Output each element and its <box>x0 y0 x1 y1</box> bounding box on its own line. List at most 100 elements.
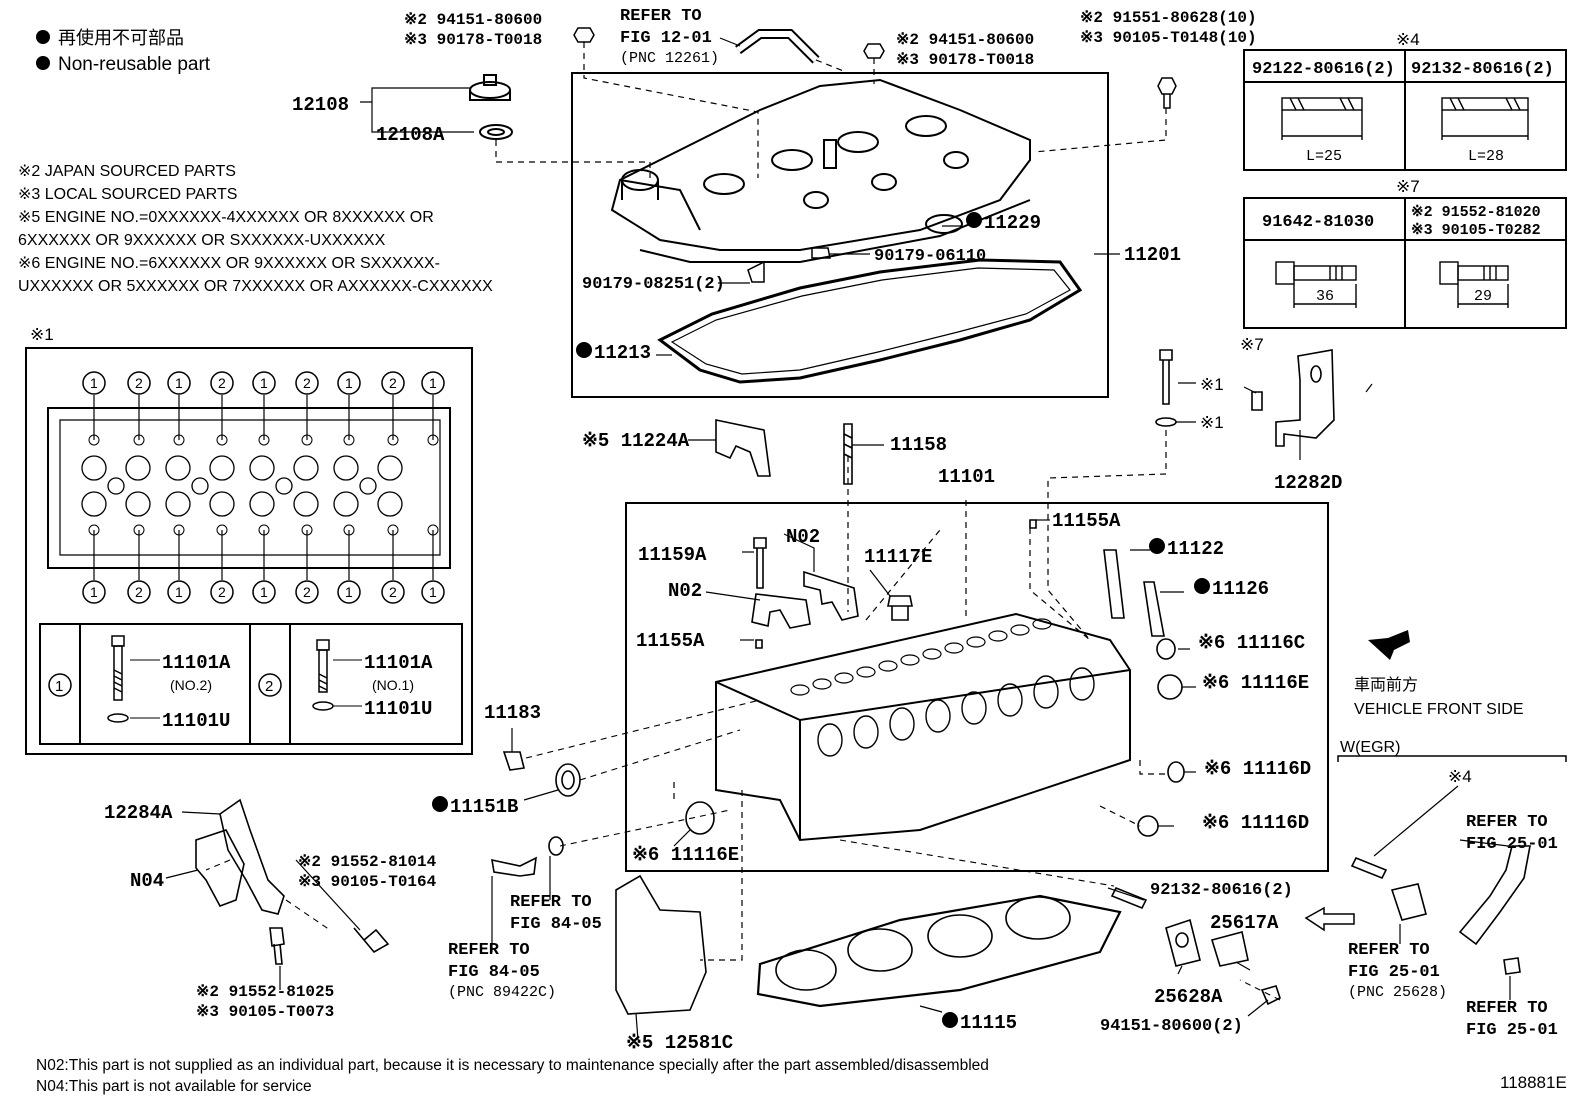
bolt-hole-icon <box>258 524 270 536</box>
valve-seat-icon <box>812 678 832 690</box>
bolt-hole-icon <box>387 524 399 536</box>
bolt-icon <box>1159 349 1173 405</box>
chamber-port-icon <box>377 455 403 481</box>
bolt-hole-icon <box>133 434 145 446</box>
bolt-seq-top-number: 2 <box>218 375 226 391</box>
valve-seat-icon <box>878 660 898 672</box>
bolt-hole-icon <box>301 434 313 446</box>
table7-col2b: ※3 90105-T0282 <box>1411 222 1541 239</box>
bolt-hole-icon <box>216 524 228 536</box>
label-top2b: ※3 90178-T0018 <box>896 51 1034 69</box>
label-11183: 11183 <box>484 702 541 724</box>
label-11116C: ※6 11116C <box>1198 632 1305 654</box>
bolt-seq-bottom-number: 2 <box>389 584 397 600</box>
part-labels: ※2 94151-80600 ※3 90178-T0018 REFER TO F… <box>104 7 1558 1054</box>
valve-seat-icon <box>1010 624 1030 636</box>
seal-ring-icon <box>925 214 963 234</box>
label-ref25c-1: REFER TO <box>1466 999 1548 1018</box>
label-12284A: 12284A <box>104 802 173 824</box>
label-11116D-1: ※6 11116D <box>1204 758 1311 780</box>
stud-bolt-icon <box>1350 856 1388 880</box>
label-ref25b-3: (PNC 25628) <box>1348 984 1447 1001</box>
key1-sub: (NO.2) <box>170 677 212 693</box>
label-11201: 11201 <box>1124 244 1181 266</box>
head-port-icon <box>925 699 951 733</box>
clip-icon <box>747 260 765 283</box>
egr-flange-icon <box>1390 883 1427 921</box>
bolt-seq-bottom-circle <box>337 580 361 604</box>
bolt-seq-bottom-circle <box>82 580 106 604</box>
legend-en: Non-reusable part <box>58 54 211 75</box>
chamber-port-icon <box>209 455 235 481</box>
bolt-hole-icon <box>427 524 439 536</box>
bolt-seq-top-circle <box>252 371 276 395</box>
bolt-icon <box>269 927 285 965</box>
bolt-seq-top-circle <box>421 371 445 395</box>
note-engine6-line2: UXXXXXX OR 5XXXXXX OR 7XXXXXX OR AXXXXXX… <box>18 278 493 295</box>
label-top1a: ※2 94151-80600 <box>404 11 542 29</box>
oil-seal-icon <box>555 763 581 797</box>
head-port-icon <box>1069 667 1095 701</box>
label-11126: 11126 <box>1212 578 1269 600</box>
bolt-hole-icon <box>343 524 355 536</box>
stud-bolt-icon <box>1110 886 1148 910</box>
chamber-port-icon <box>249 455 275 481</box>
label-90179-08251: 90179-08251(2) <box>582 275 725 294</box>
bolt-seq-bottom-number: 1 <box>345 584 353 600</box>
bolt-seq-top-circle <box>82 371 106 395</box>
head-port-icon <box>817 723 843 757</box>
nut-icon <box>1260 985 1281 1006</box>
table4-len1: L=25 <box>1306 148 1342 165</box>
combustion-chambers <box>81 455 403 517</box>
footer: N02:This part is not supplied as an indi… <box>36 1057 1567 1095</box>
head-port-icon <box>961 691 987 725</box>
table7-len1: 36 <box>1316 288 1334 305</box>
note-engine5-line2: 6XXXXXX OR 9XXXXXX OR SXXXXXX-UXXXXXX <box>18 232 386 249</box>
label-25617A: 25617A <box>1210 912 1279 934</box>
bolt-seq-top-circle <box>167 371 191 395</box>
dowel-pin-icon <box>755 639 763 649</box>
label-11229: 11229 <box>984 212 1041 234</box>
head-port-icon <box>1033 675 1059 709</box>
table4-len2: L=28 <box>1468 148 1504 165</box>
bolt-hole-icon <box>88 524 100 536</box>
legend: 再使用不可部品 Non-reusable part <box>36 28 211 75</box>
chamber-port-icon <box>249 491 275 517</box>
plug-cup-icon <box>1157 674 1183 700</box>
chamber-port-icon <box>125 491 151 517</box>
label-ref25a-1: REFER TO <box>1466 813 1548 832</box>
label-refer-a: REFER TO <box>620 7 702 26</box>
label-12108: 12108 <box>292 94 349 116</box>
label-11117E: 11117E <box>864 546 932 568</box>
label-top3a: ※2 91551-80628(10) <box>1080 9 1257 27</box>
head-port-icon <box>889 707 915 741</box>
bolt-seq-bottom-circle <box>381 580 405 604</box>
valve-seat-icon <box>922 648 942 660</box>
head-port-icon <box>997 683 1023 717</box>
bracket-icon <box>195 829 245 907</box>
label-12282D: 12282D <box>1274 472 1342 494</box>
label-m1b: ※3 90105-T0164 <box>298 873 437 891</box>
bolt-seq-bottom-number: 2 <box>135 584 143 600</box>
label-11151B: 11151B <box>450 796 518 818</box>
valve-guide-icon <box>1143 581 1165 637</box>
chamber-port-icon <box>125 455 151 481</box>
bolt-hole-icon <box>173 524 185 536</box>
chamber-port-icon <box>165 455 191 481</box>
bolt-seq-top-number: 1 <box>429 375 437 391</box>
bolt-seq-bottom-number: 2 <box>218 584 226 600</box>
bolt-seq-top-number: 2 <box>389 375 397 391</box>
non-reusable-dot-icon <box>942 1012 958 1028</box>
key2-part: 11101A <box>364 652 433 674</box>
table4-col1: 92122-80616(2) <box>1252 60 1395 79</box>
sourcing-notes: ※2 JAPAN SOURCED PARTS ※3 LOCAL SOURCED … <box>18 163 493 295</box>
legend-jp: 再使用不可部品 <box>58 28 184 48</box>
gasket-bores <box>775 896 1071 991</box>
valve-seat-icon <box>944 642 964 654</box>
label-refer-b: FIG 12-01 <box>620 29 712 48</box>
chamber-port-icon <box>107 477 125 495</box>
nut-icon <box>863 43 885 59</box>
camshaft-bearing-cap-icon <box>751 593 811 629</box>
bolt-icon <box>1251 391 1263 411</box>
label-11158: 11158 <box>890 434 947 456</box>
